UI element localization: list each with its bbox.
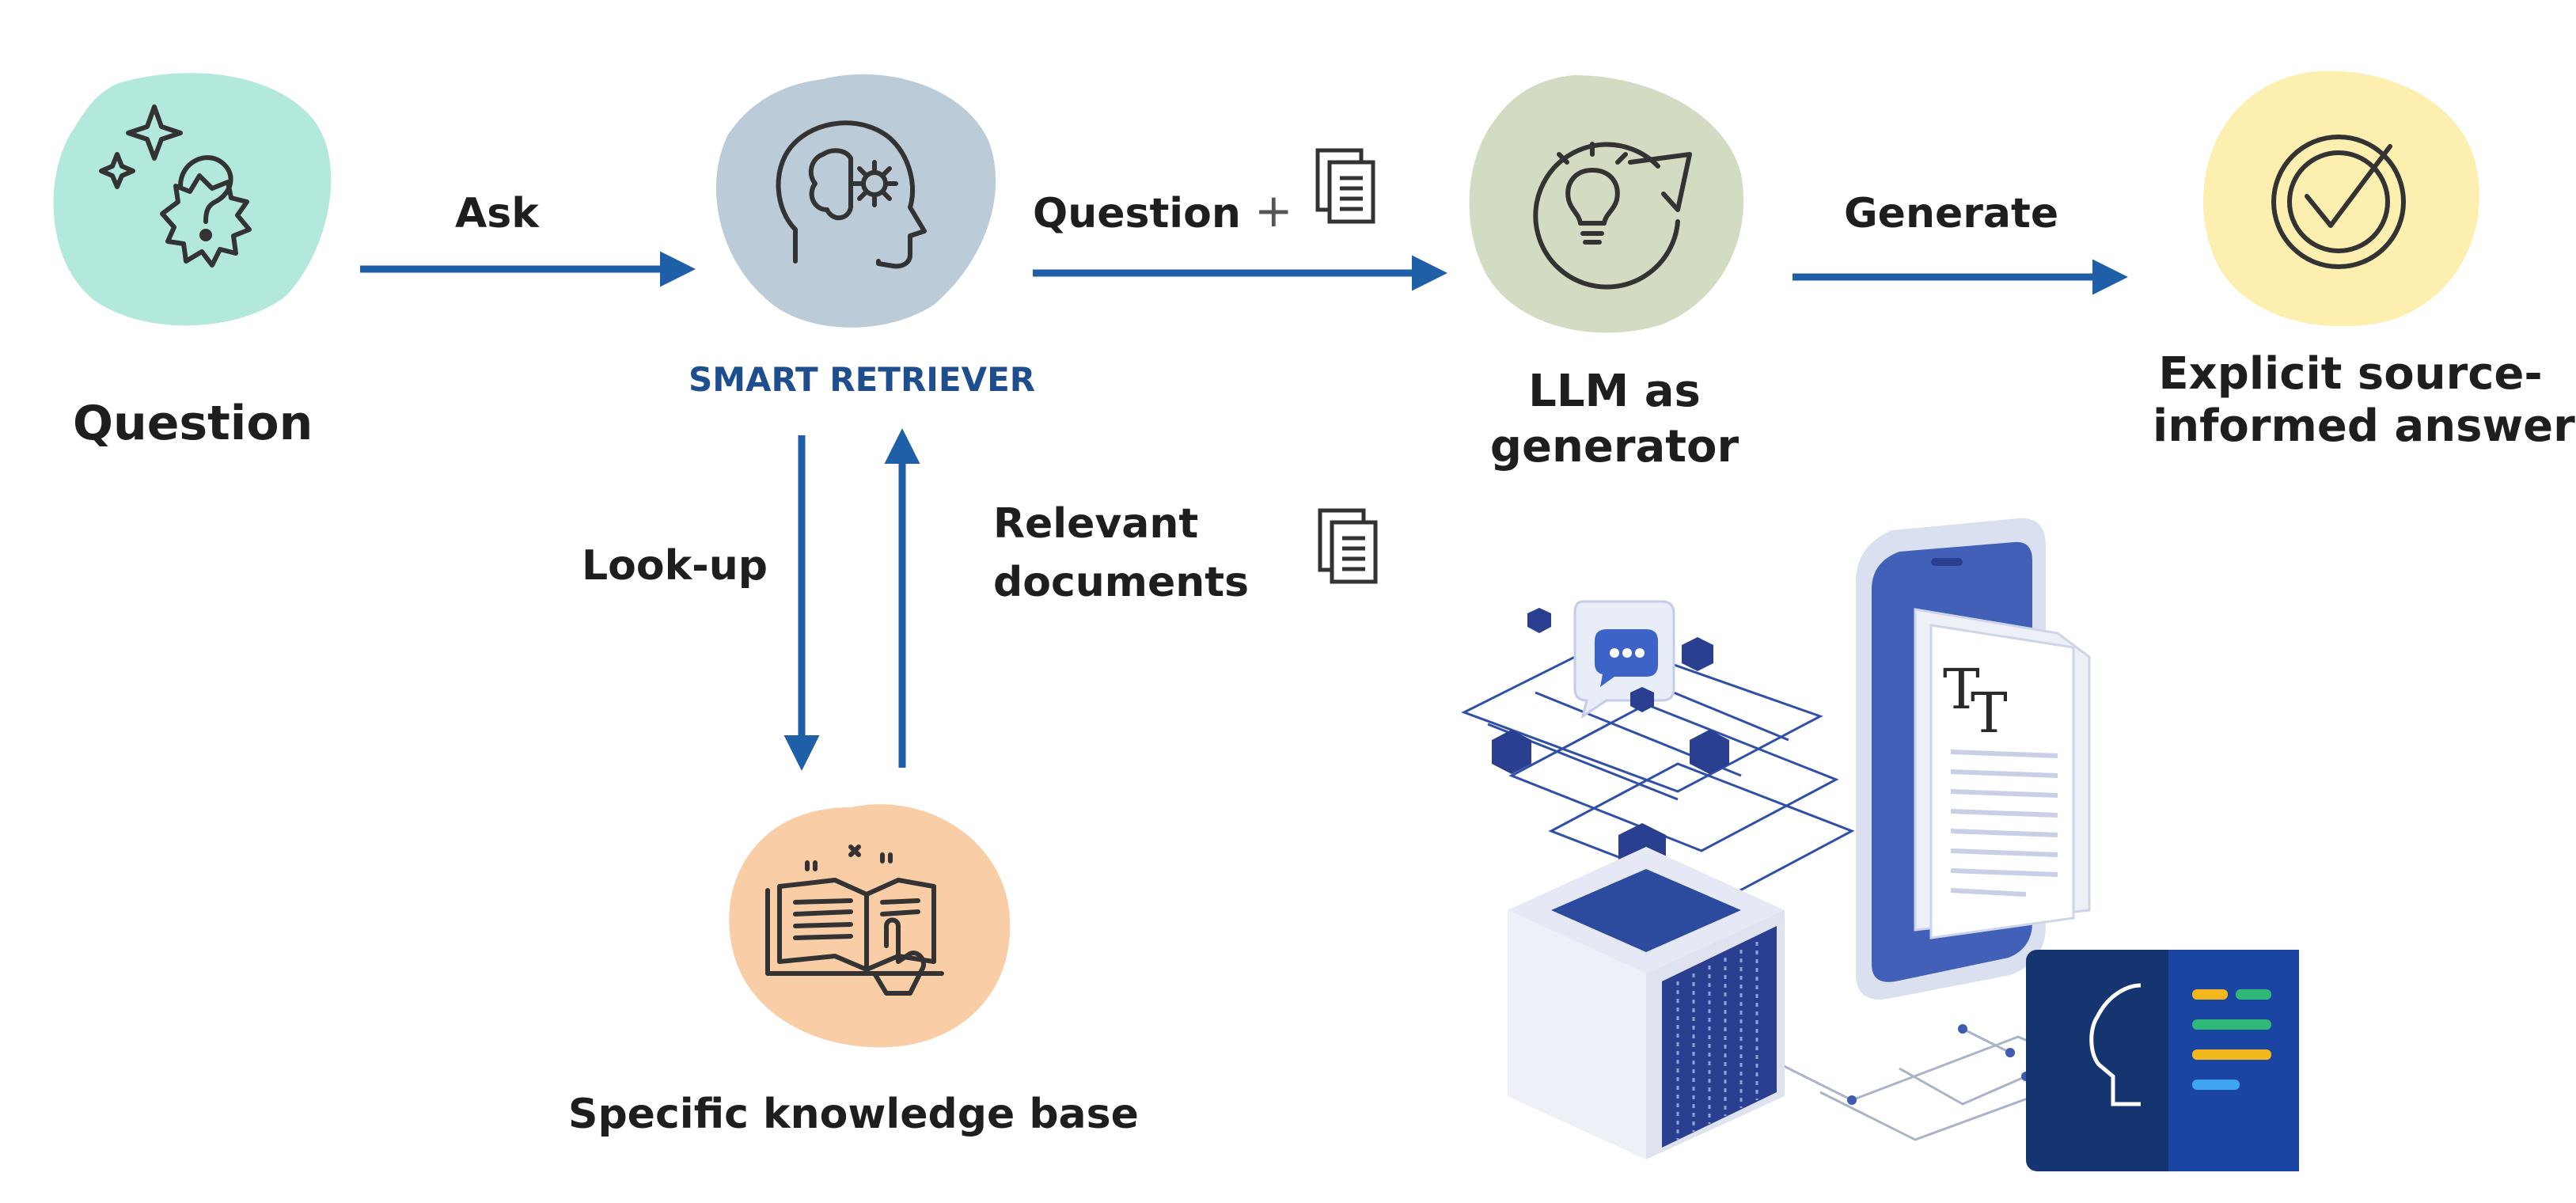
llm-node-label: LLM as generator <box>1464 364 1765 475</box>
relevant-line1: Relevant <box>993 500 1199 548</box>
plus-sign: + <box>1254 184 1293 237</box>
llm-label-line2: generator <box>1489 421 1739 472</box>
svg-text:T: T <box>1943 657 1980 722</box>
question-node-label: Question <box>73 396 313 451</box>
llm-label-line1: LLM as <box>1528 366 1701 417</box>
answer-node-label: Explicit source- informed answer <box>2153 348 2575 453</box>
question-plus-docs-label: Question <box>1033 190 1241 237</box>
check-badge-icon <box>2271 135 2406 269</box>
documents-icon <box>1318 508 1378 584</box>
head-brain-gear-icon <box>776 120 927 269</box>
knowledge-base-blob <box>729 804 1011 1048</box>
open-book-hand-icon <box>765 844 944 996</box>
relevant-docs-edge-label: Relevant documents <box>993 495 1249 612</box>
retriever-blob <box>716 74 996 328</box>
knowledge-base-node-label: Specific knowledge base <box>568 1091 1139 1138</box>
question-sparkle-icon <box>99 104 252 268</box>
lookup-edge-label: Look-up <box>582 542 768 590</box>
answer-label-line1: Explicit source- <box>2158 348 2543 400</box>
answer-label-line2: informed answer <box>2153 400 2575 452</box>
lightbulb-cycle-icon <box>1533 142 1692 290</box>
question-blob <box>53 73 332 326</box>
svg-text:T: T <box>1971 681 2008 746</box>
llm-blob <box>1469 75 1744 333</box>
generate-edge-label: Generate <box>1844 190 2059 237</box>
relevant-line2: documents <box>993 559 1250 606</box>
answer-blob <box>2202 70 2479 327</box>
ask-edge-label: Ask <box>455 190 539 237</box>
documents-icon <box>1315 148 1375 224</box>
retriever-node-label: SMART RETRIEVER <box>689 360 1036 399</box>
rag-illustration: T T <box>1461 518 2299 1171</box>
